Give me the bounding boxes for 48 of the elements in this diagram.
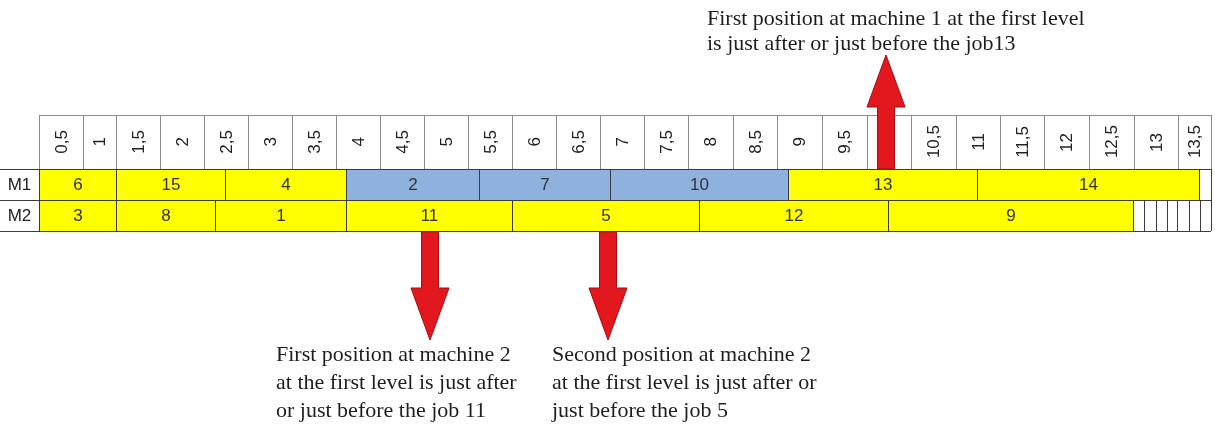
job-bar: 5 — [512, 200, 700, 232]
time-label: 0,5 — [52, 130, 70, 154]
job-bar: 11 — [346, 200, 513, 232]
time-label: 1 — [91, 137, 108, 147]
time-label: 9,5 — [836, 130, 853, 154]
job-bar: 6 — [39, 169, 117, 201]
job-bar: 3 — [39, 200, 117, 232]
time-label: 9 — [791, 137, 808, 147]
job-bar: 9 — [888, 200, 1134, 232]
job-bar: 7 — [479, 169, 611, 201]
time-label: 12 — [1058, 132, 1075, 152]
time-label: 3 — [261, 137, 279, 147]
time-label: 11 — [969, 133, 987, 151]
annotation-text: First position at machine 1 at the first level is just after or just before the job13 — [707, 5, 1099, 55]
machine-label: M1 — [7, 176, 32, 193]
time-label: 4 — [349, 137, 367, 147]
time-label: 11,5 — [1013, 126, 1031, 158]
job-bar: 10 — [610, 169, 789, 201]
job-bar: 12 — [699, 200, 889, 232]
time-label: 6 — [525, 137, 543, 147]
job-bar: 2 — [346, 169, 480, 201]
job-bar: 13 — [788, 169, 978, 201]
time-label: 10,5 — [925, 125, 942, 159]
time-label: 5,5 — [481, 130, 499, 154]
time-label: 8 — [702, 137, 719, 147]
time-label: 6,5 — [569, 130, 587, 154]
time-label: 7,5 — [657, 130, 675, 154]
time-label: 2,5 — [217, 130, 235, 154]
job-bar: 14 — [977, 169, 1200, 201]
time-label: 5 — [437, 137, 455, 147]
annotation-text: First position at machine 2 at the first level is just after or just before the job 11 — [276, 340, 528, 424]
annotation-text: Second position at machine 2 at the first level is just after or just before the job 5 — [552, 340, 824, 424]
time-label: 8,5 — [746, 130, 764, 154]
time-label: 13 — [1147, 132, 1165, 152]
time-label: 4,5 — [393, 130, 411, 154]
time-label: 1,5 — [129, 130, 147, 154]
job-bar: 15 — [116, 169, 226, 201]
job-bar: 1 — [215, 200, 347, 232]
block-arrow — [866, 54, 906, 170]
time-label: 7 — [613, 137, 631, 147]
time-label: 2 — [173, 137, 191, 147]
job-bar: 8 — [116, 200, 216, 232]
time-label: 12,5 — [1103, 125, 1120, 159]
job-bar: 4 — [225, 169, 347, 201]
block-arrow — [588, 231, 628, 341]
time-label: 3,5 — [305, 130, 323, 154]
machine-label: M2 — [7, 207, 32, 224]
block-arrow — [410, 231, 450, 341]
